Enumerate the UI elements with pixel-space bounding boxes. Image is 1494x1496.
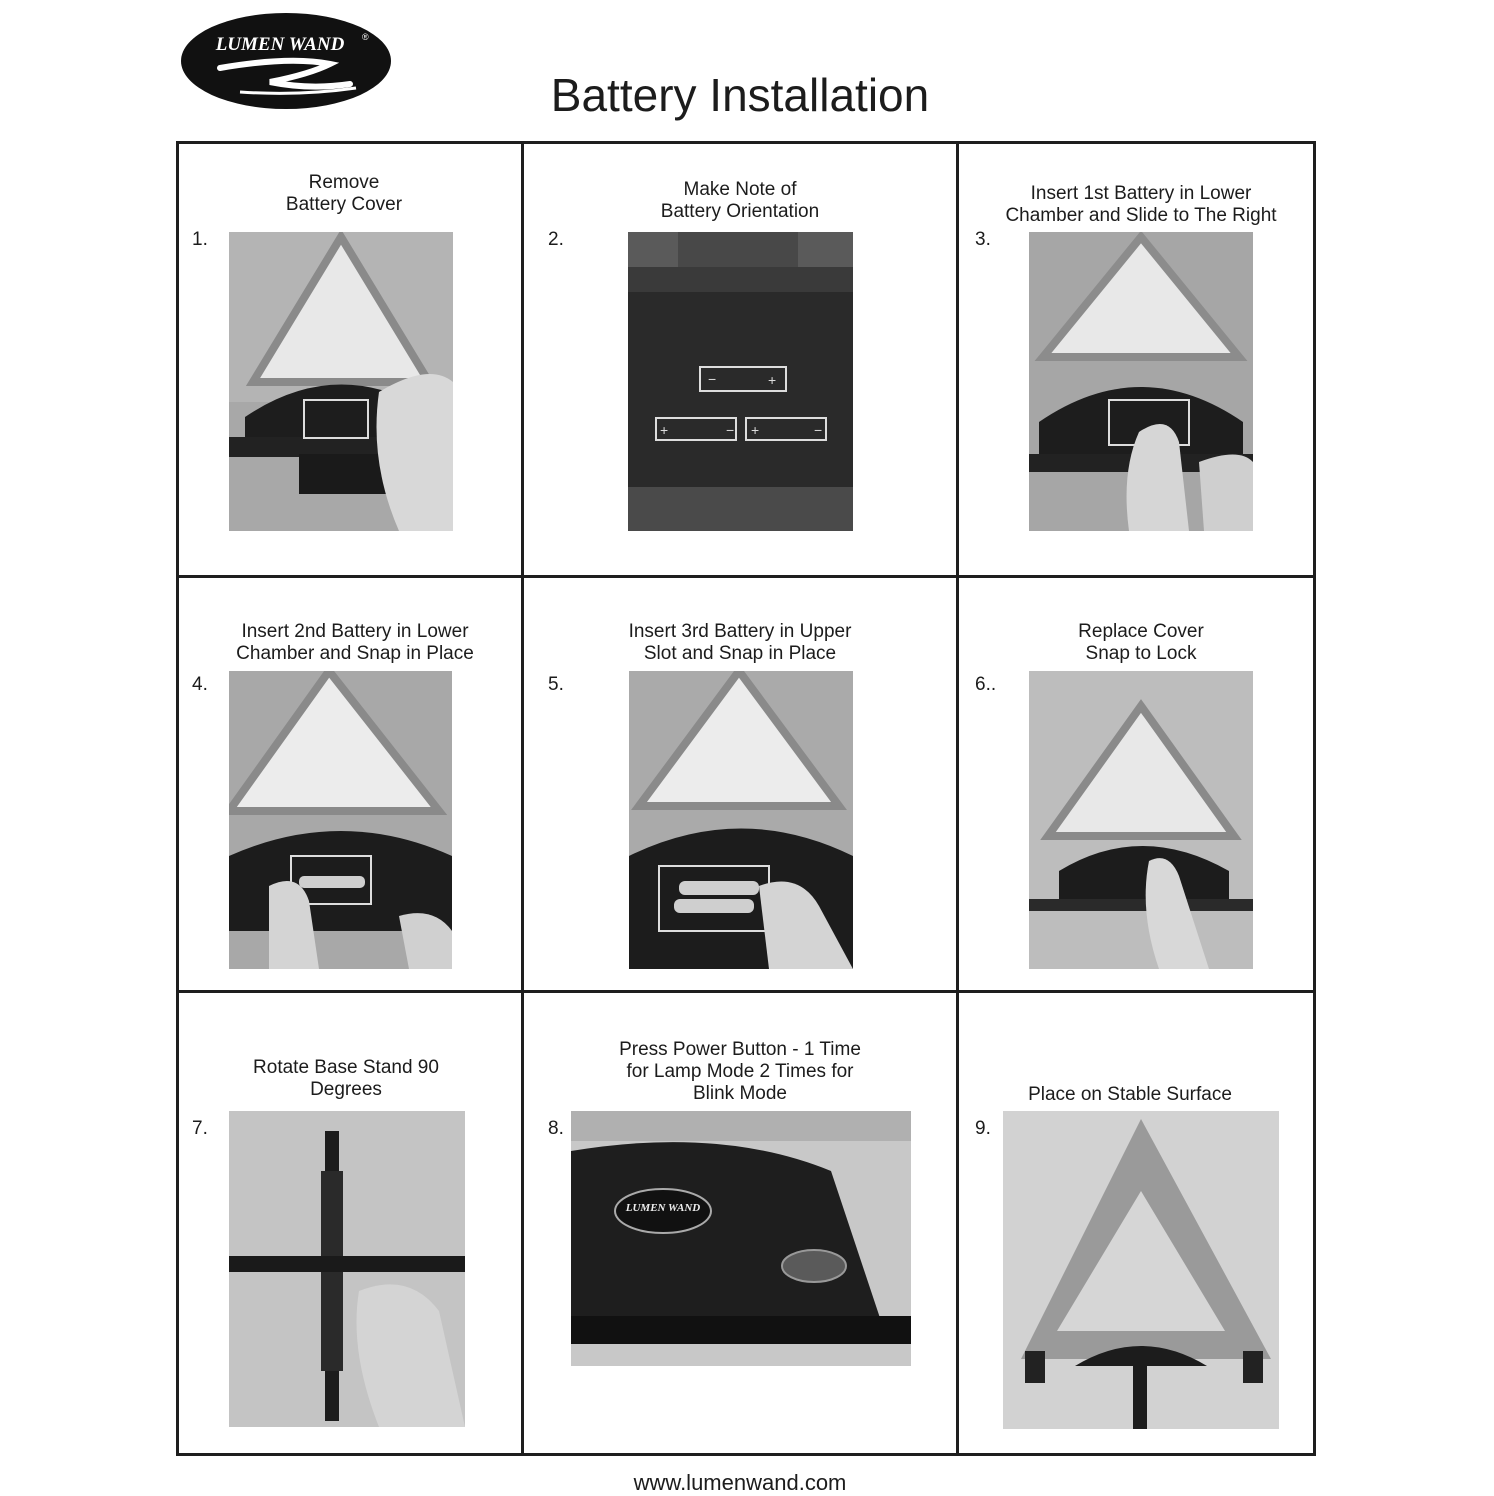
step-4-title: Insert 2nd Battery in Lower Chamber and … [236, 621, 474, 664]
svg-text:−: − [708, 371, 716, 387]
grid-divider [176, 575, 1316, 578]
step-7-number: 7. [192, 1118, 208, 1139]
svg-text:+: + [751, 422, 759, 438]
step-6-number: 6.. [975, 674, 997, 695]
step-1-number: 1. [192, 229, 208, 250]
step-5-number: 5. [548, 674, 564, 695]
step-3-title: Insert 1st Battery in Lower Chamber and … [1005, 183, 1277, 226]
svg-text:®: ® [362, 32, 369, 42]
lumen-wand-logo: LUMEN WAND ® [180, 12, 392, 110]
instruction-grid [176, 141, 1316, 1456]
website-url[interactable]: www.lumenwand.com [633, 1470, 847, 1495]
grid-divider [521, 141, 524, 1456]
step-2-number: 2. [548, 229, 564, 250]
svg-text:LUMEN WAND: LUMEN WAND [625, 1202, 701, 1214]
step-4-photo [229, 671, 452, 969]
step-6-title: Replace Cover Snap to Lock [1078, 621, 1204, 664]
step-8-title: Press Power Button - 1 Time for Lamp Mod… [619, 1039, 861, 1104]
step-3-number: 3. [975, 229, 991, 250]
svg-text:−: − [814, 422, 822, 438]
logo-text: LUMEN WAND [215, 34, 345, 55]
svg-text:−: − [726, 422, 734, 438]
step-3-photo [1029, 232, 1253, 531]
step-5-title: Insert 3rd Battery in Upper Slot and Sna… [628, 621, 852, 664]
step-1-photo [229, 232, 453, 531]
step-9-title: Place on Stable Surface [1028, 1084, 1232, 1105]
step-4-number: 4. [192, 674, 208, 695]
page-title: Battery Installation [550, 69, 930, 121]
step-7-photo [229, 1111, 465, 1427]
step-7-title: Rotate Base Stand 90 Degrees [253, 1057, 439, 1100]
step-9-photo [1003, 1111, 1279, 1429]
grid-divider [176, 990, 1316, 993]
step-6-photo [1029, 671, 1253, 969]
step-5-photo [629, 671, 853, 969]
step-9-number: 9. [975, 1118, 991, 1139]
step-8-number: 8. [548, 1118, 564, 1139]
svg-text:+: + [768, 372, 776, 388]
step-2-title: Make Note of Battery Orientation [660, 179, 820, 222]
grid-divider [956, 141, 959, 1456]
svg-text:+: + [660, 422, 668, 438]
step-1-title: Remove Battery Cover [285, 172, 403, 215]
step-2-photo: − + + − + − [628, 232, 853, 531]
step-8-photo: LUMEN WAND [571, 1111, 911, 1366]
